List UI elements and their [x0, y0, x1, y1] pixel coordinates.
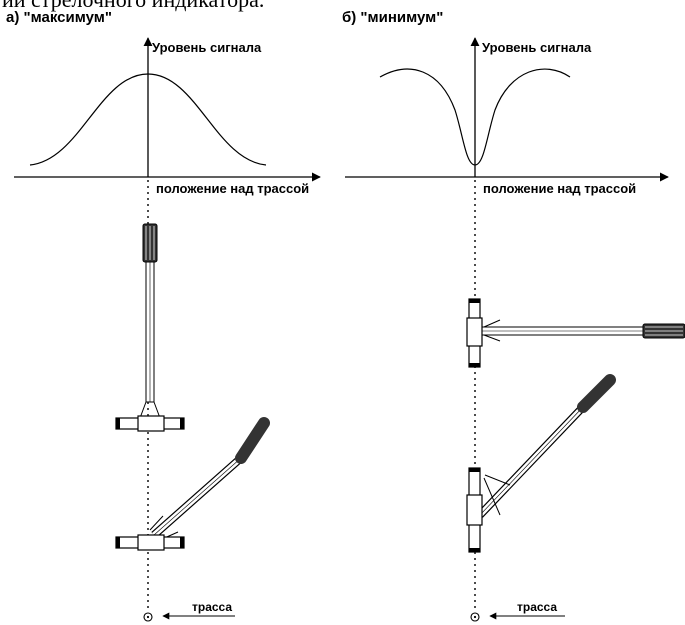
minimum-probe-tilted: [466, 374, 616, 553]
maximum-y-axis-label: Уровень сигнала: [152, 40, 262, 55]
probe-bracket: [483, 319, 501, 342]
maximum-probe-vertical: [115, 223, 185, 432]
maximum-signal-curve: [29, 73, 267, 166]
minimum-signal-curve: [379, 68, 571, 166]
panel-maximum: а) "максимум" Уровень сигнала положение …: [6, 9, 321, 622]
top-text-fragment: ии стрелочного индикатора.: [2, 0, 264, 13]
maximum-route-label: трасса: [192, 600, 232, 614]
maximum-probe-tilted: [115, 417, 270, 551]
minimum-probe-horizontal: [466, 298, 685, 368]
probe-bracket: [139, 401, 161, 419]
maximum-x-axis-label: положение над трассой: [156, 181, 309, 196]
panel-minimum-title: б) "минимум": [342, 9, 443, 26]
minimum-y-axis-label: Уровень сигнала: [482, 40, 592, 55]
probe-handle: [235, 417, 270, 464]
minimum-route-label: трасса: [517, 600, 557, 614]
probe-handle: [577, 374, 616, 413]
minimum-x-axis-label: положение над трассой: [483, 181, 636, 196]
panel-maximum-title: а) "максимум": [6, 9, 112, 26]
panel-minimum: б) "минимум" Уровень сигнала положение н…: [342, 9, 685, 622]
